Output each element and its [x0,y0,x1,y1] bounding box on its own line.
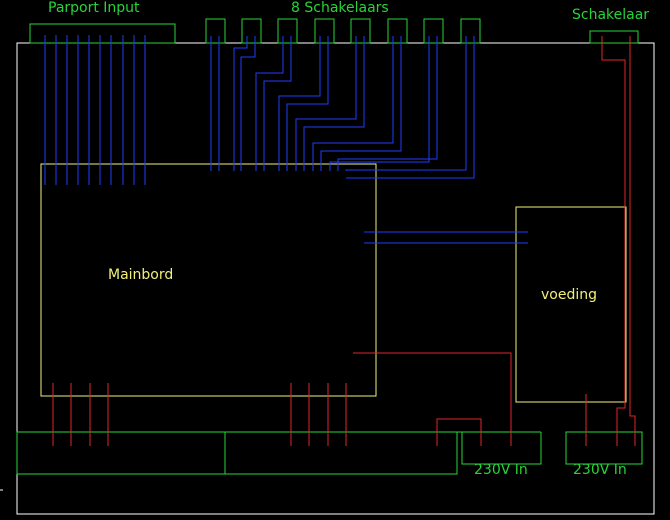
power-wire [629,36,636,446]
switch-wire [295,36,357,171]
main-switch-label: Schakelaar [572,7,650,23]
psu-box [515,206,627,403]
switch-connector-6 [387,18,408,44]
switch-connector-7 [423,18,444,44]
inlet-right-outline [565,431,643,465]
switch-connector-1 [205,18,226,44]
switch-connector-2 [241,18,262,44]
switch-wire [303,36,365,171]
psu-label: voeding [541,287,597,303]
power-wire [601,36,626,446]
inlet-left-outline [457,431,542,465]
power-wire [436,418,482,446]
mainboard-box [40,163,377,397]
io-panel-left [16,431,226,475]
parport-connector [29,23,176,44]
switch-connector-5 [350,18,371,44]
switch-wire [312,36,394,171]
switch-connector-8 [460,18,481,44]
bottom-connectors [16,431,643,475]
power-wire [353,352,512,446]
switch-wire [345,36,467,171]
switch-wire [329,36,430,171]
parport-wires [44,35,146,185]
enclosure-frame [16,42,655,515]
switch-wire [233,36,248,171]
switch-wire [320,36,402,171]
power-wires [52,36,636,446]
switch-wire [346,36,475,179]
switch-wire [263,36,292,171]
parport-label: Parport Input [48,0,140,16]
switch-wire [337,36,438,171]
io-panel-right [224,431,458,475]
switch-wires [210,36,475,179]
inlet-right-label: 230V In [573,462,627,478]
switches-label: 8 Schakelaars [291,0,389,16]
inlet-left-label: 230V In [474,462,528,478]
switch-wire [278,36,321,171]
psu-data-wires [364,231,528,244]
mainboard-label: Mainbord [108,267,174,283]
switch-connectors [205,18,481,44]
switch-connector-4 [314,18,335,44]
main-switch-connector [589,30,639,44]
switch-wire [286,36,329,171]
switch-connector-3 [277,18,298,44]
switch-wire [255,36,284,171]
switch-wire [240,36,256,171]
